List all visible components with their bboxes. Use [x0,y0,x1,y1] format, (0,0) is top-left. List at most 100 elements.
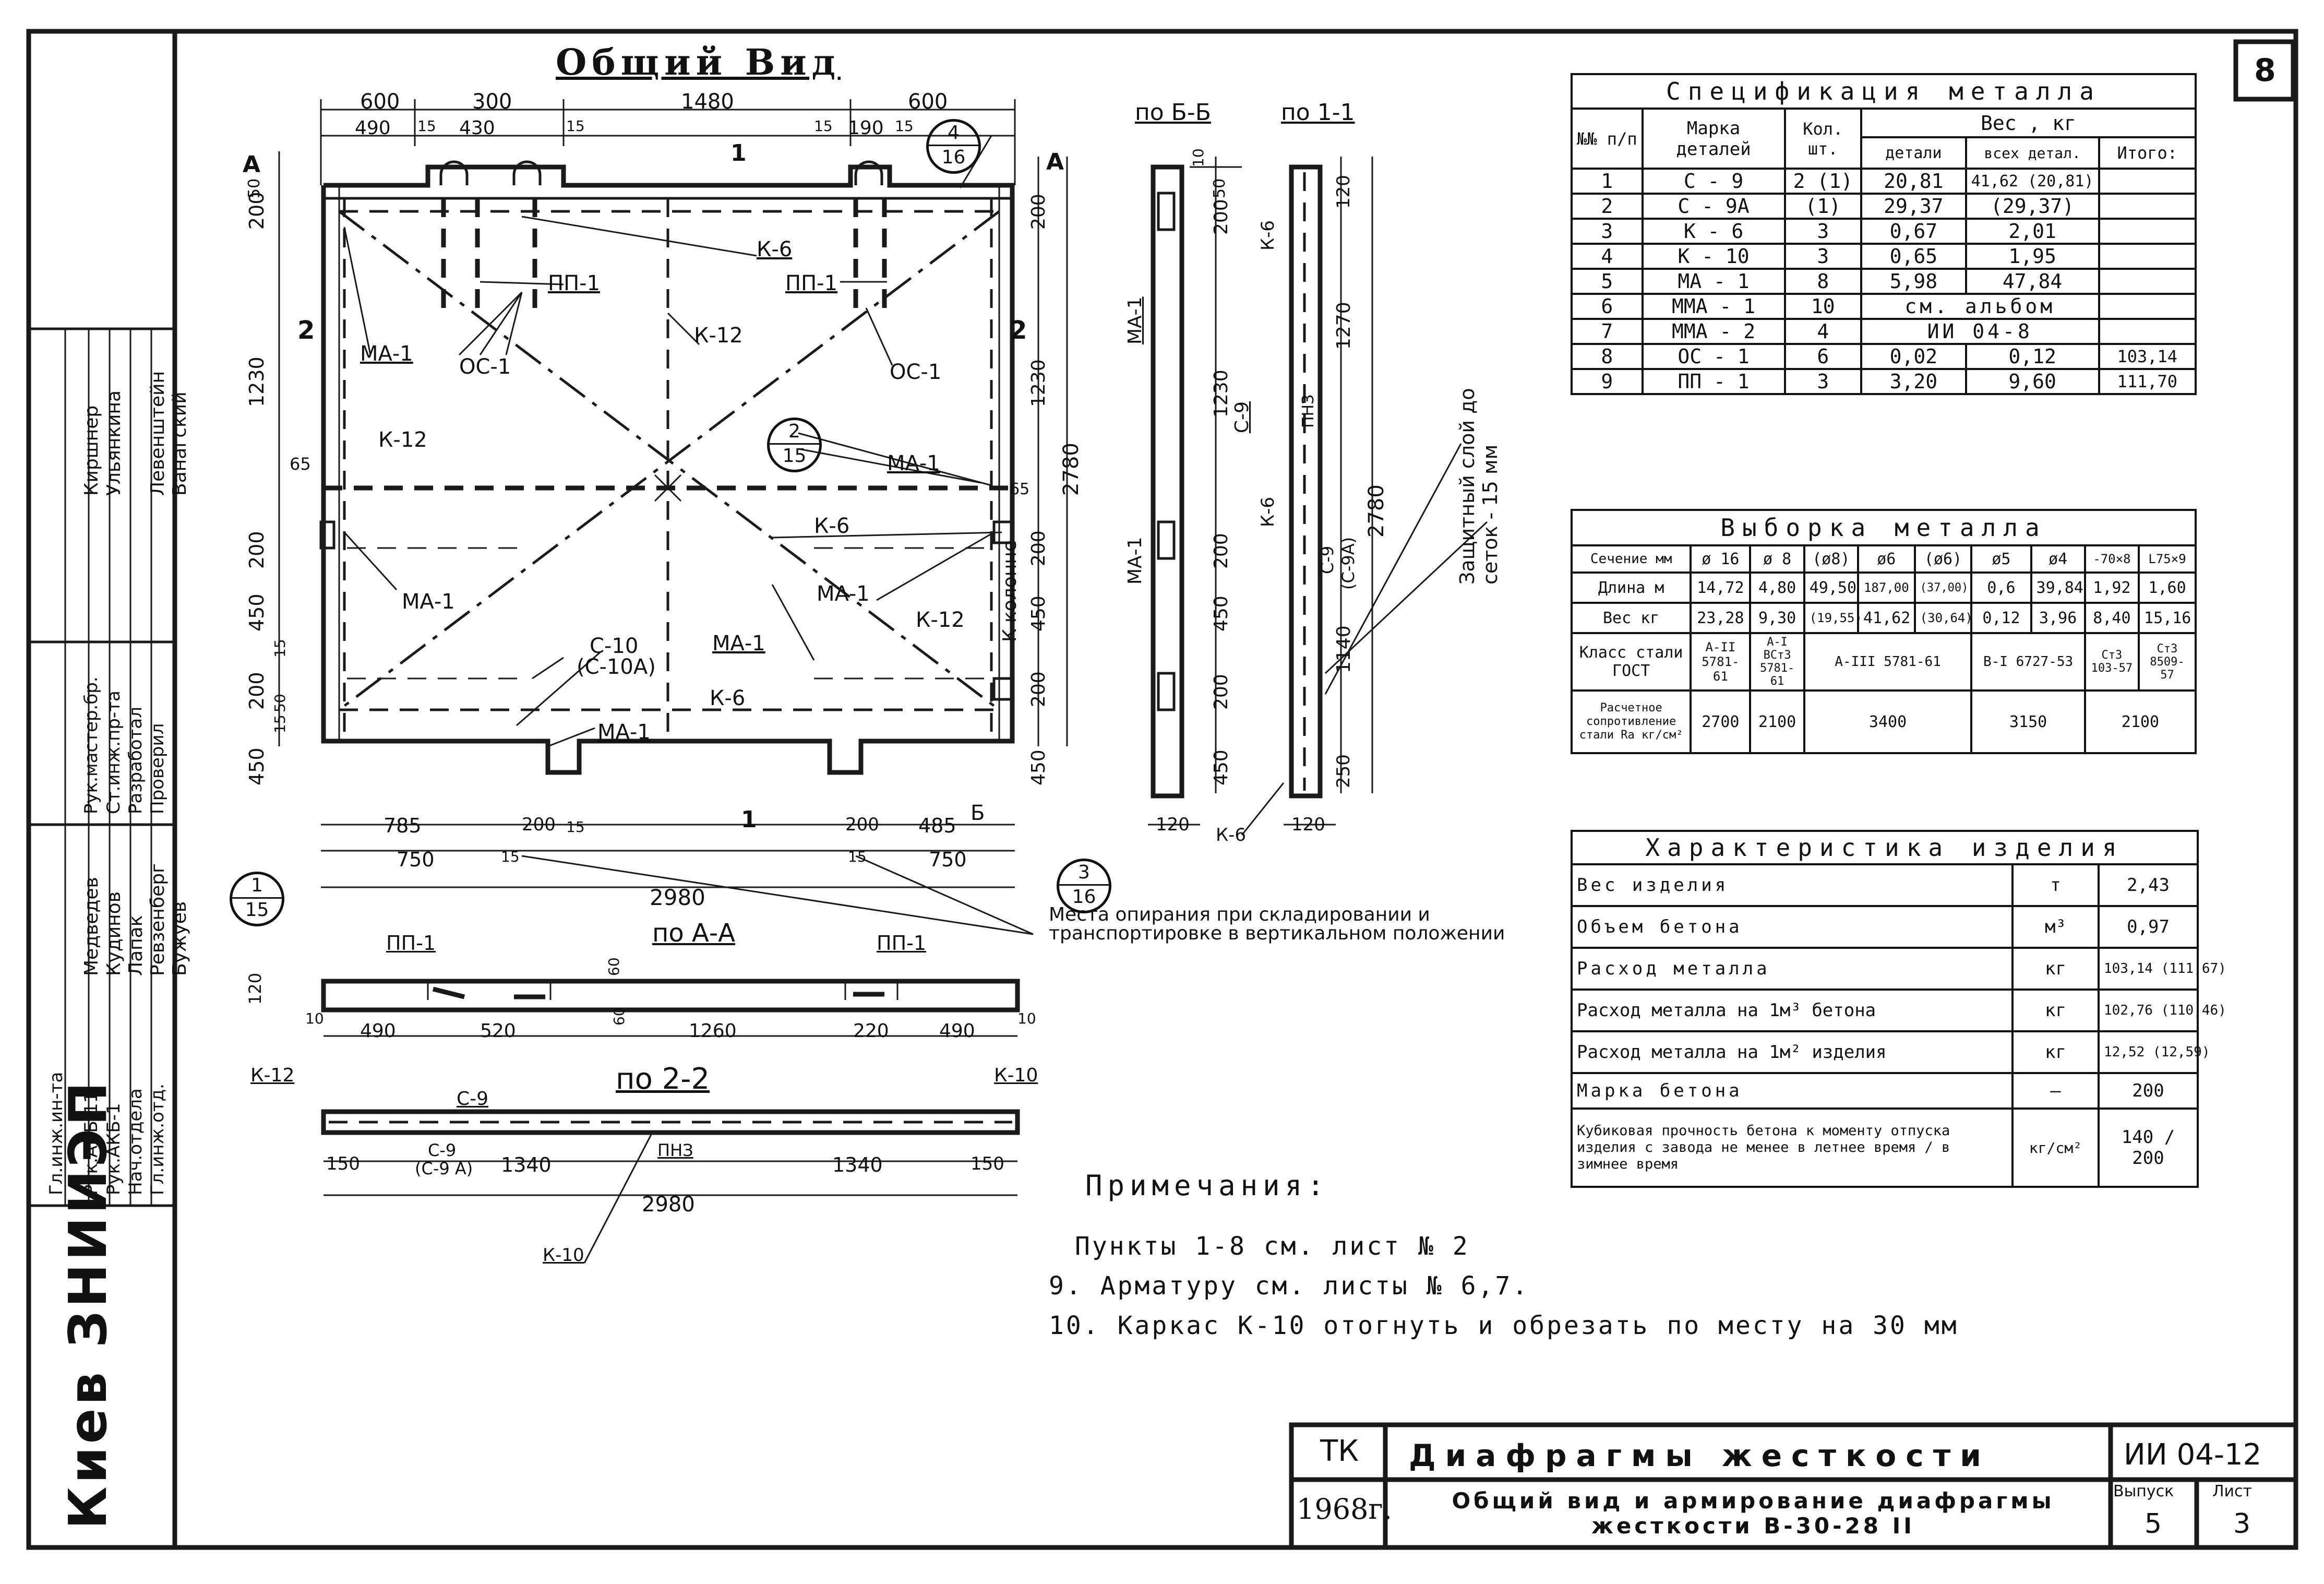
dim-bot-15c: 15 [848,848,867,865]
s2-label-mid: ПНЗ [657,1140,693,1160]
sample-cell: 8,40 [2083,602,2140,634]
dim-top-490: 490 [355,117,391,139]
spec-cell: 8 [1571,343,1644,370]
notes-title: Примечания: [1085,1169,1329,1202]
section-22 [321,1109,1020,1264]
dim-bot-2980: 2980 [650,885,705,910]
sample-col: ø 8 [1749,544,1805,574]
s1-label-c9a: (С-9А) [1338,537,1358,590]
sample-cell: 49,50 [1803,571,1859,604]
dim-top-1480: 1480 [681,90,734,114]
sample-cell: (30,64) [1913,602,1973,634]
s1-label-c9: С-9 [1231,401,1253,433]
sb-dim-10: 10 [1190,148,1207,167]
dim-top-600a: 600 [360,90,400,114]
main-view [319,135,1015,775]
sa-dim-220: 220 [853,1020,889,1042]
dim-top-190: 190 [848,117,884,139]
spec-table-wrapper: Спецификация металла №№ п/п Марка детале… [1571,73,2197,395]
s1-label-k6-bottom: К-6 [1216,825,1247,845]
sa-dim-520: 520 [480,1020,516,1042]
label-ma1-c: МА-1 [402,590,455,614]
sa-dim-120: 120 [245,972,265,1005]
section-11 [1241,157,1488,836]
tb-title1: Диафрагмы жесткости [1409,1438,1991,1473]
dim-left-200b: 200 [245,531,268,569]
label-k12-left: К-12 [378,428,427,452]
title-block-grid [1289,1422,2298,1550]
spec-hdr-itogo: Итого: [2098,136,2197,170]
dim-top-15d: 15 [895,117,914,135]
stamp-role-2: Рук.АКБ-11 [81,1091,102,1195]
spec-cell [2098,168,2197,195]
sample-hdr: Расчетное сопротивление стали Ra кг/см² [1570,689,1692,754]
section-bb-title: по Б-Б [1135,99,1211,126]
sample-col: -70×8 [2083,544,2140,574]
dim-right-2780: 2780 [1059,443,1083,496]
spec-cell: 29,37 [1860,193,1967,220]
sample-col: ø6 [1856,544,1916,574]
s2-label-c9a: (С-9 А) [415,1159,473,1178]
panel-outline [321,164,1015,775]
sample-cell: 4,80 [1749,571,1805,604]
stamp-role-3: Рук.АКБ-1 [103,1103,124,1195]
tb-year: 1968г. [1297,1493,1392,1526]
label-k6-bottom: К-6 [710,686,746,710]
k12-diagonal-2 [338,210,1000,711]
dim-left-450b: 450 [245,747,268,785]
dim-bot-15a: 15 [566,818,585,836]
stamp-role-1: Гл.инж.ин-та [46,1071,67,1195]
spec-cell: 2 (1) [1783,168,1863,195]
label-k6-middle: К-6 [814,514,850,538]
spec-hdr-ves-det: детали [1860,136,1967,170]
supports-leaders [521,855,1034,935]
table-row: Марка бетона—200 [1571,1072,2199,1110]
spec-cell: 111,70 [2098,368,2197,395]
spec-cell: 0,12 [1964,343,2100,370]
sa-dim-490a: 490 [360,1020,396,1042]
dim-left-15b: 15 [271,714,289,733]
dim-right-200a: 200 [1028,194,1049,230]
label-ma1-b: МА-1 [887,451,940,475]
s1-label-pnz: ПНЗ [1299,394,1317,428]
s2-dim-1340a: 1340 [501,1153,552,1176]
sample-col: (ø6) [1913,544,1973,574]
dim-bot-200a: 200 [522,814,556,835]
table-row: Вес кг 23,28 9,30 (19,55) 41,62 (30,64) … [1570,602,2197,634]
dim-bot-485: 485 [918,814,956,837]
label-a-cut-left: А [243,151,261,178]
sample-cell: 1,60 [2138,571,2197,604]
spec-cell: МА - 1 [1641,268,1786,295]
spec-cell: 6 [1783,343,1863,370]
spec-cell: ИИ 04-8 [1860,318,2100,345]
pp1-loop-2 [512,160,542,185]
spec-cell: С - 9А [1641,193,1786,220]
spec-cell: 9 [1571,368,1644,395]
s1-label-k6-b: К-6 [1257,496,1278,527]
spec-cell: 3 [1783,243,1863,270]
callout-4-16-top: 4 [948,122,960,144]
char-unit: кг [2011,1030,2100,1074]
stamp-name-1: Медведев [81,877,102,976]
spec-cell: 3 [1783,218,1863,245]
spec-cell: 1,95 [1964,243,2100,270]
s2-dim-150b: 150 [971,1153,1004,1174]
protective-layer-note: Защитный слой до сеток - 15 мм [1456,388,1502,585]
spec-cell: 103,14 [2098,343,2197,370]
dim-right-1230: 1230 [1028,359,1049,407]
char-value: 102,76 (110,46) [2097,988,2226,1032]
char-name: Вес изделия [1571,863,2014,907]
sample-cell: 3400 [1803,689,1973,754]
label-k12-center: К-12 [694,324,743,348]
pp1-loop-3 [854,160,883,185]
label-ma1-e: МА-1 [712,632,765,656]
label-a-cut: А [1046,149,1064,175]
spec-cell: ММА - 1 [1641,293,1786,320]
left-stamp-grid [29,327,175,1206]
